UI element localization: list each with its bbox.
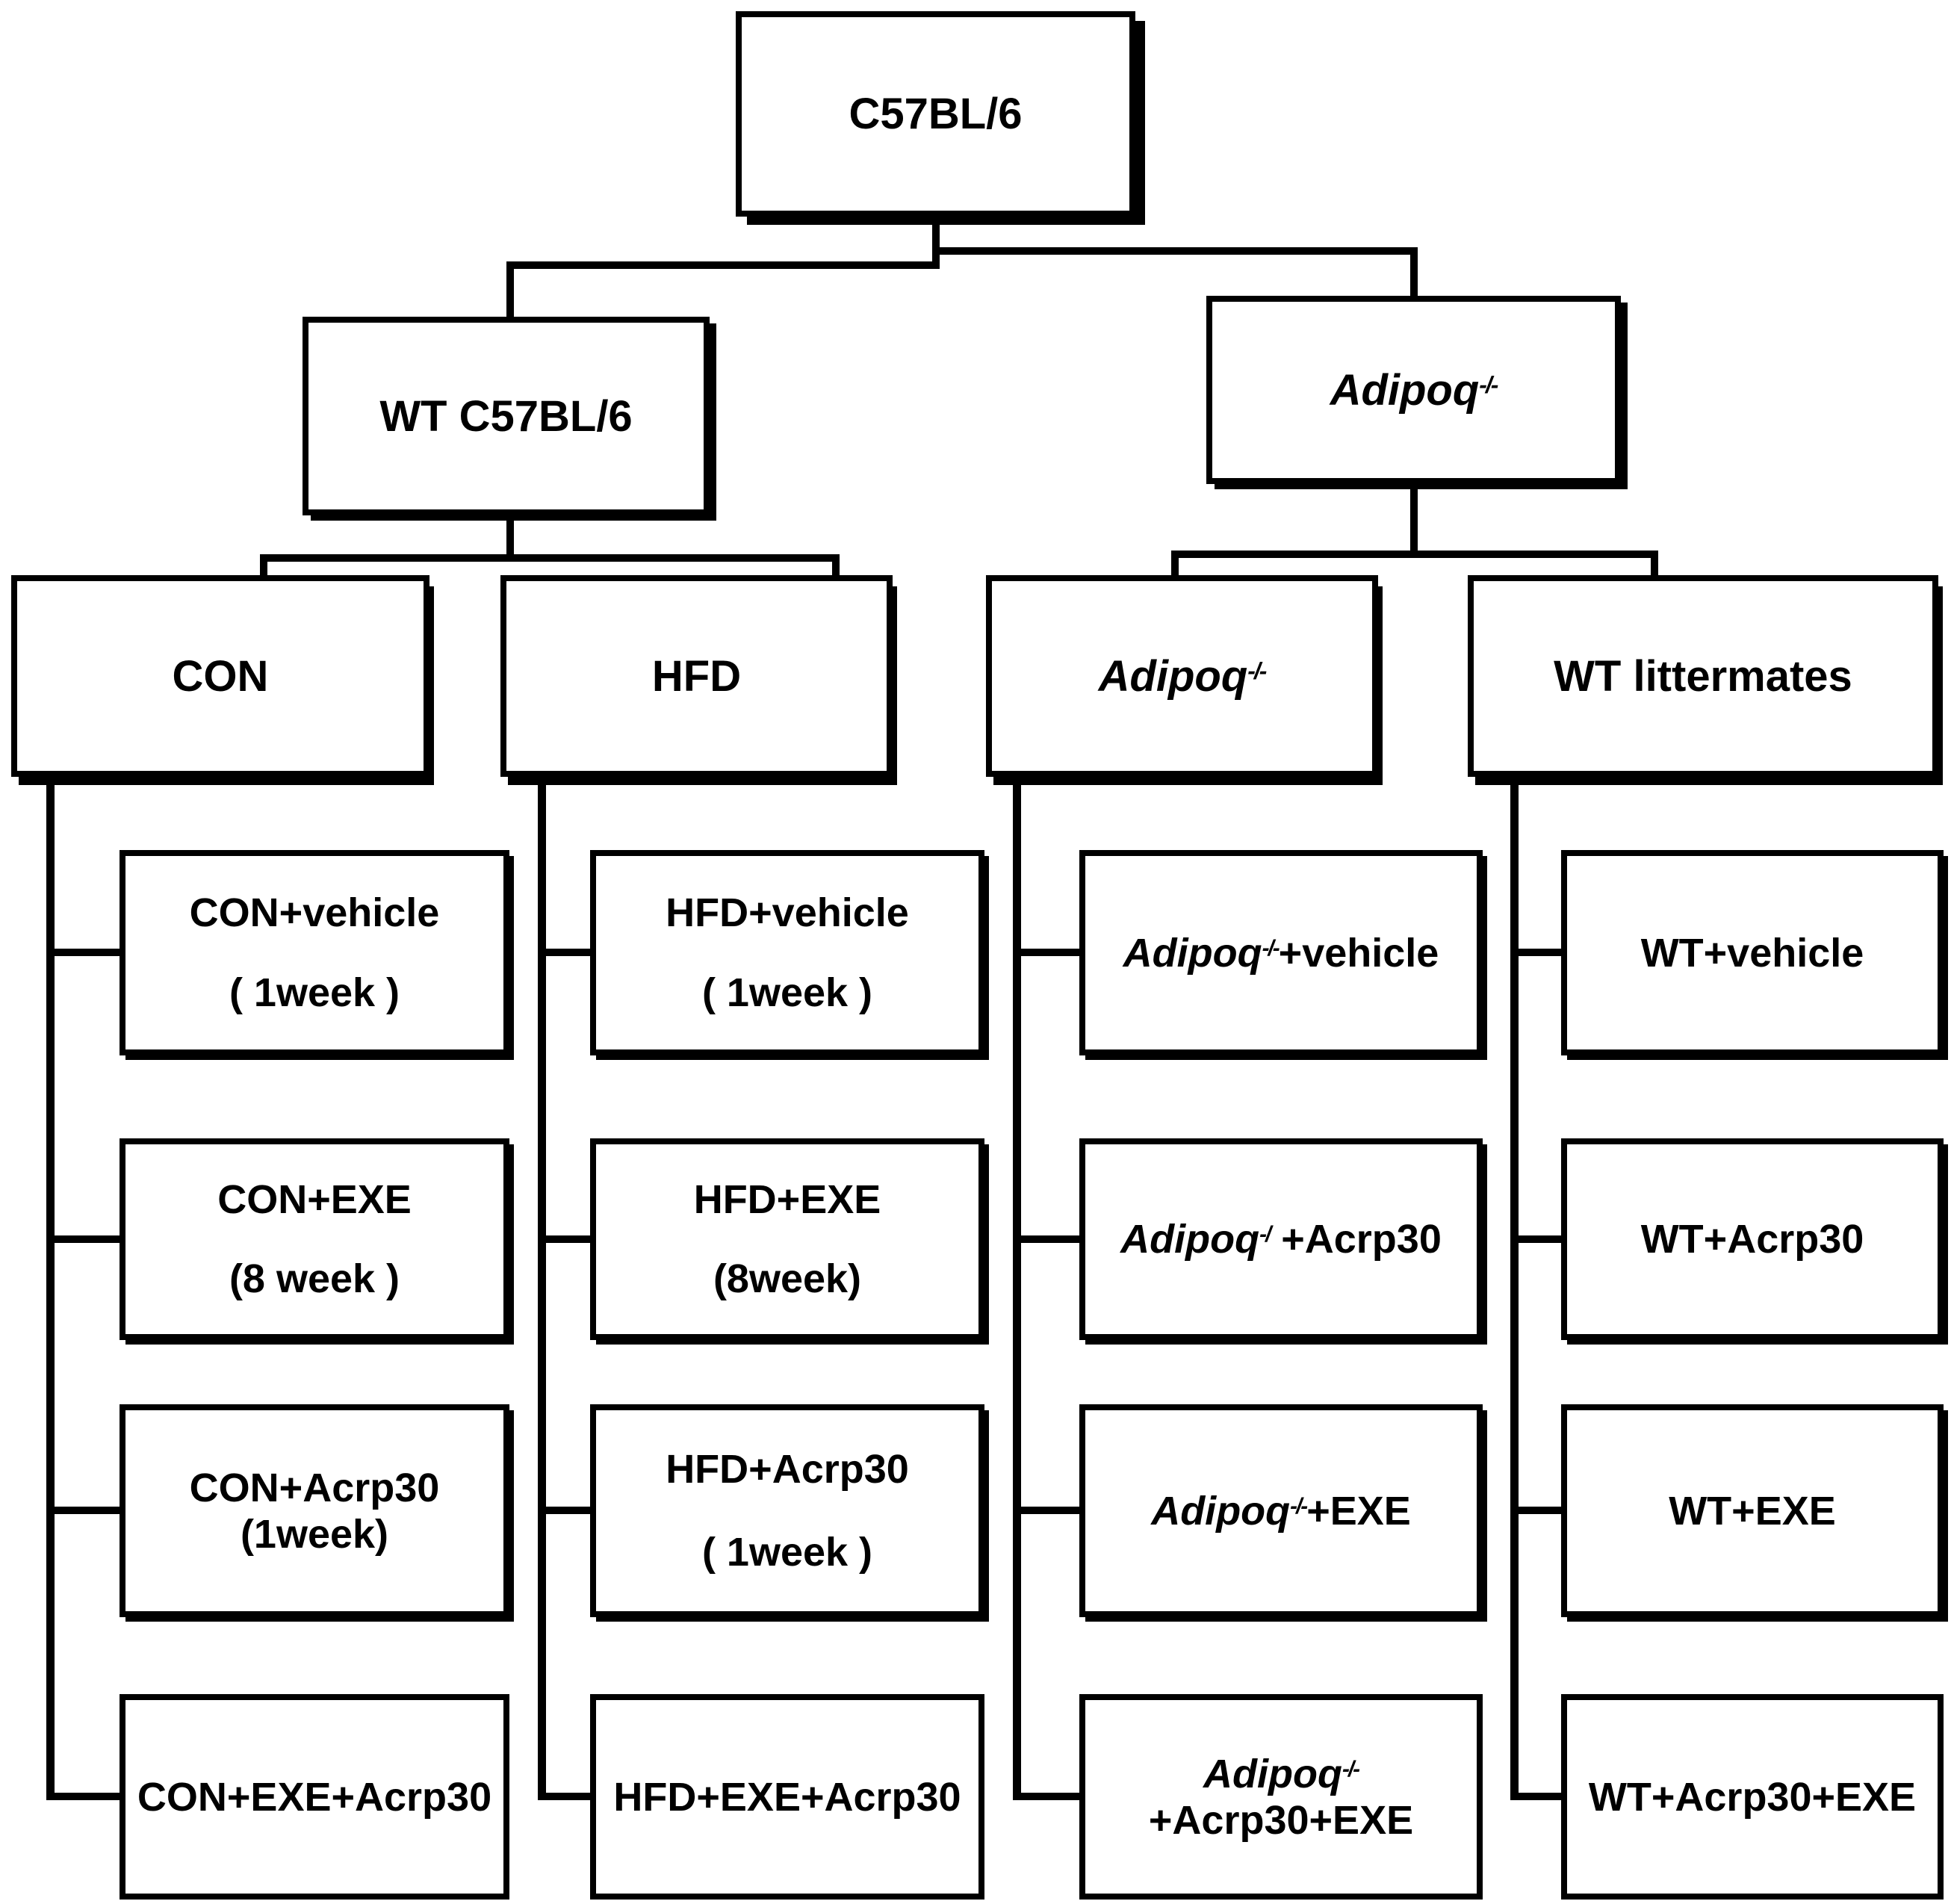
leaf-hfd-acrp30: HFD+Acrp30 ( 1week ): [590, 1404, 984, 1617]
node-label-line: HFD+EXE+Acrp30: [613, 1774, 961, 1820]
node-label-line: +Acrp30+EXE: [1148, 1797, 1414, 1843]
node-label-line: (8 week ): [229, 1256, 400, 1301]
node-label-line: HFD+EXE: [693, 1177, 881, 1223]
connector-root-right: [932, 247, 1418, 255]
node-label-line: Adipoq-/-+EXE: [1151, 1488, 1411, 1534]
connector-trunk-con: [46, 774, 55, 1800]
connector-drop-ko3: [1171, 551, 1179, 580]
connector-stub-wt-1: [1510, 949, 1563, 956]
node-label-line: WT littermates: [1554, 651, 1852, 701]
connector-stub-ko-1: [1013, 949, 1082, 956]
leaf-wt-acrp30-exe: WT+Acrp30+EXE: [1561, 1694, 1944, 1900]
connector-drop-hfd: [832, 554, 840, 580]
node-label-line: CON+EXE: [217, 1177, 412, 1223]
leaf-con-acrp30: CON+Acrp30(1week): [120, 1404, 509, 1617]
node-wt-littermates: WT littermates: [1468, 575, 1938, 777]
node-label-line: WT+Acrp30+EXE: [1588, 1774, 1917, 1820]
leaf-ko-vehicle: Adipoq-/-+vehicle: [1079, 850, 1483, 1055]
node-label-line: Adipoq-/ +Acrp30: [1120, 1217, 1442, 1262]
node-wt-c57bl6: WT C57BL/6: [303, 317, 710, 515]
node-label-line: Adipoq-/-: [1330, 365, 1499, 415]
connector-stub-ko-3: [1013, 1507, 1082, 1514]
leaf-hfd-exe: HFD+EXE (8week): [590, 1138, 984, 1340]
connector-stub-con-1: [46, 949, 121, 956]
connector-stub-ko-4: [1013, 1793, 1082, 1800]
node-c57bl6: C57BL/6: [736, 11, 1135, 217]
node-label-line: WT+vehicle: [1640, 930, 1864, 976]
node-label-line: CON+EXE+Acrp30: [137, 1774, 492, 1820]
connector-root-stub: [932, 215, 940, 269]
node-label-line: CON+Acrp30: [189, 1465, 440, 1510]
connector-ko-branch: [1171, 551, 1658, 558]
connector-stub-con-3: [46, 1507, 121, 1514]
node-hfd: HFD: [500, 575, 893, 777]
node-label-line: ( 1week ): [229, 970, 400, 1015]
connector-stub-wt-2: [1510, 1235, 1563, 1243]
leaf-con-vehicle: CON+vehicle ( 1week ): [120, 850, 509, 1055]
node-label-line: (8week): [713, 1256, 862, 1301]
connector-root-left: [506, 261, 940, 269]
leaf-hfd-exe-acrp30: HFD+EXE+Acrp30: [590, 1694, 984, 1900]
node-label-line: CON: [172, 651, 269, 701]
node-label-line: WT+EXE: [1669, 1488, 1836, 1534]
node-label-line: HFD+Acrp30: [666, 1447, 909, 1492]
connector-drop-adipoq: [1410, 247, 1418, 303]
leaf-wt-acrp30: WT+Acrp30: [1561, 1138, 1944, 1340]
node-label-line: HFD: [651, 651, 742, 701]
node-adipoq-ko-parent: Adipoq-/-: [1206, 296, 1621, 484]
node-label-line: Adipoq-/-: [1098, 651, 1268, 701]
node-con: CON: [11, 575, 429, 777]
node-label-line: WT+Acrp30: [1640, 1217, 1864, 1262]
connector-stub-con-2: [46, 1235, 121, 1243]
node-label-line: (1week): [240, 1511, 389, 1557]
node-label-line: ( 1week ): [701, 970, 873, 1015]
connector-trunk-ko: [1013, 774, 1021, 1800]
connector-stub-con-4: [46, 1793, 121, 1800]
leaf-wt-vehicle: WT+vehicle: [1561, 850, 1944, 1055]
node-label-line: ( 1week ): [701, 1529, 873, 1575]
connector-wt-stub: [506, 514, 514, 559]
leaf-wt-exe: WT+EXE: [1561, 1404, 1944, 1617]
connector-stub-hfd-2: [538, 1235, 592, 1243]
leaf-ko-exe: Adipoq-/-+EXE: [1079, 1404, 1483, 1617]
leaf-con-exe-acrp30: CON+EXE+Acrp30: [120, 1694, 509, 1900]
leaf-hfd-vehicle: HFD+vehicle ( 1week ): [590, 850, 984, 1055]
connector-stub-hfd-3: [538, 1507, 592, 1514]
connector-drop-con: [260, 554, 267, 580]
connector-stub-hfd-4: [538, 1793, 592, 1800]
connector-stub-wt-4: [1510, 1793, 1563, 1800]
node-label-line: C57BL/6: [849, 90, 1023, 138]
connector-stub-wt-3: [1510, 1507, 1563, 1514]
connector-stub-hfd-1: [538, 949, 592, 956]
node-label-line: Adipoq-/-: [1203, 1751, 1360, 1796]
connector-trunk-hfd: [538, 774, 546, 1800]
connector-drop-wt: [506, 261, 514, 321]
node-label-line: WT C57BL/6: [379, 391, 633, 441]
connector-ko-stub: [1410, 481, 1418, 555]
leaf-ko-acrp30: Adipoq-/ +Acrp30: [1079, 1138, 1483, 1340]
node-label-line: Adipoq-/-+vehicle: [1123, 930, 1439, 976]
node-label-line: CON+vehicle: [189, 890, 440, 935]
connector-drop-wtlittermates: [1651, 551, 1658, 580]
leaf-con-exe: CON+EXE (8 week ): [120, 1138, 509, 1340]
node-label-line: HFD+vehicle: [666, 890, 909, 935]
connector-stub-ko-2: [1013, 1235, 1082, 1243]
connector-trunk-wt: [1510, 774, 1519, 1800]
node-adipoq-ko: Adipoq-/-: [986, 575, 1378, 777]
leaf-ko-acrp30-exe: Adipoq-/-+Acrp30+EXE: [1079, 1694, 1483, 1900]
connector-wt-branch: [260, 554, 840, 562]
